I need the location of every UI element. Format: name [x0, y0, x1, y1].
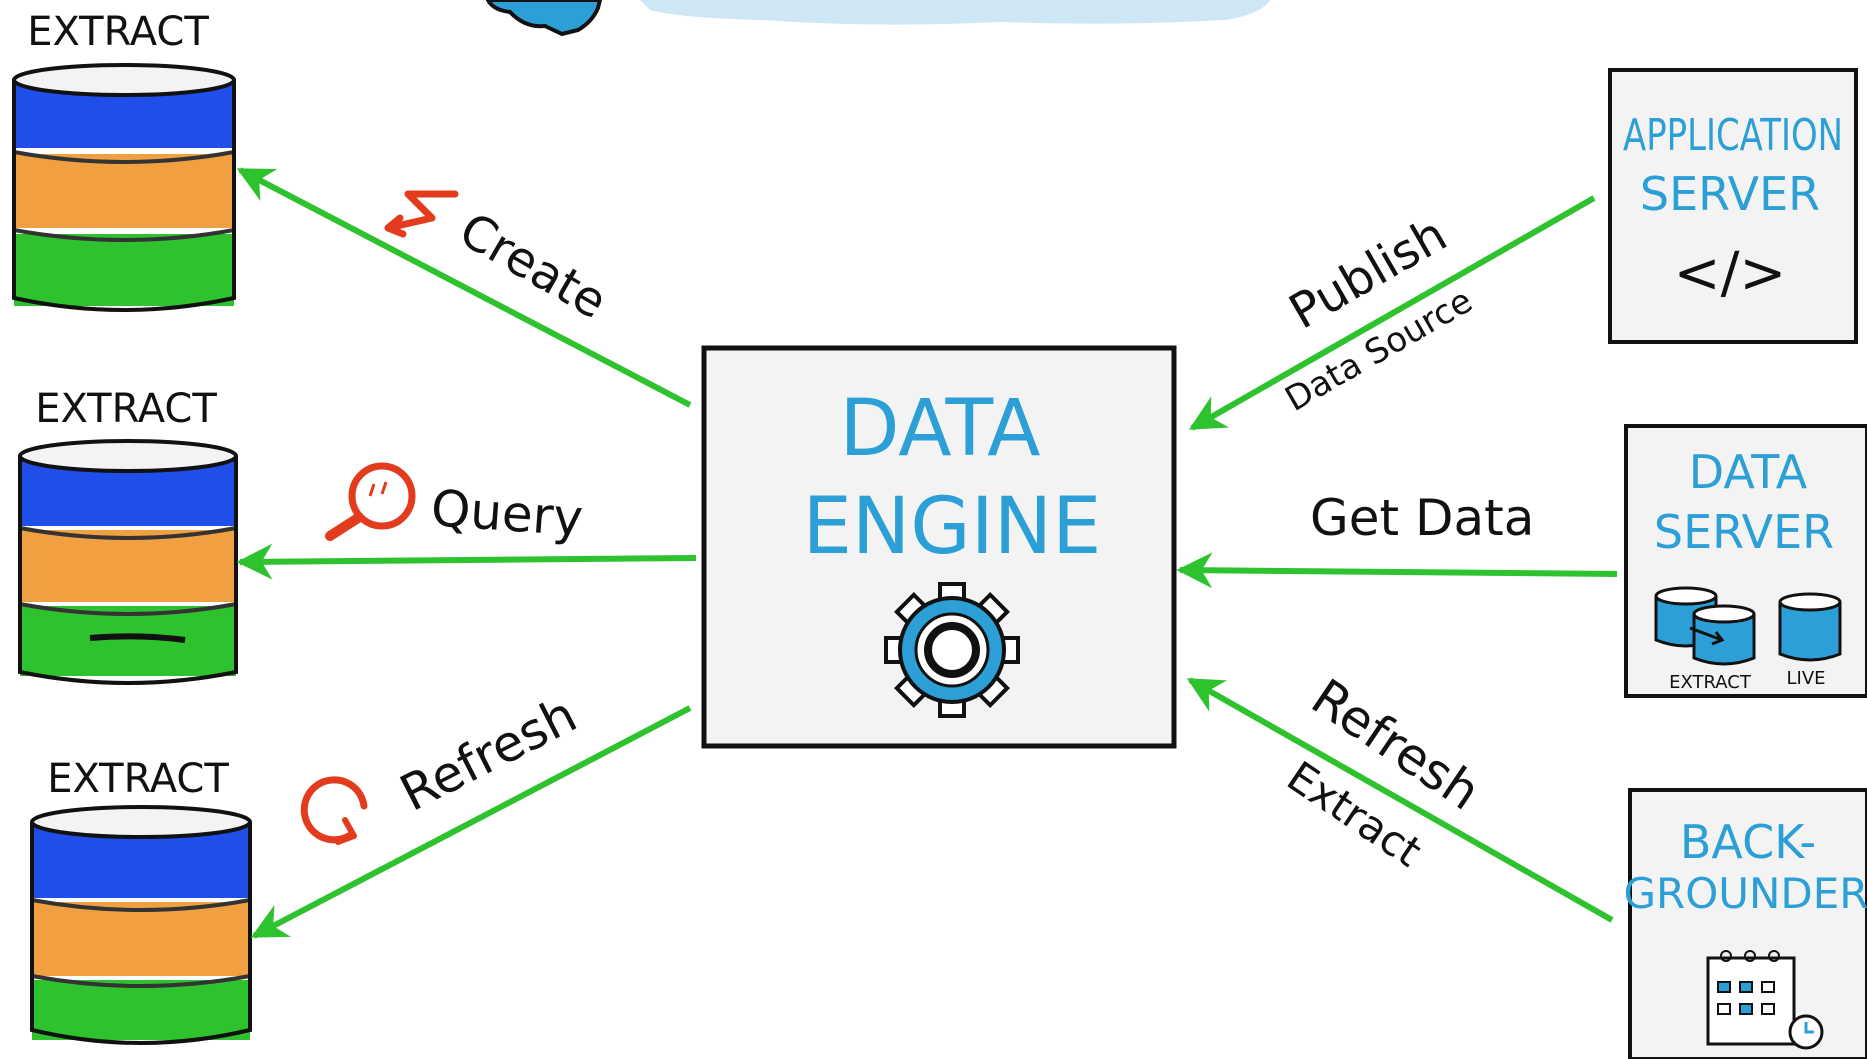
- arrow-publish: [1188, 195, 1596, 431]
- extract-label: EXTRACT: [27, 9, 209, 55]
- arrow-get-data: [1176, 552, 1618, 589]
- application-server-box: APPLICATION SERVER </>: [1608, 68, 1858, 344]
- arrow-refresh: [250, 705, 692, 939]
- get-data-label: Get Data: [1310, 489, 1534, 547]
- data-engine-box: DATA ENGINE: [701, 345, 1177, 749]
- lightning-icon: [384, 190, 459, 238]
- arrow-create: [236, 167, 692, 408]
- data-server-extract-label: EXTRACT: [1669, 672, 1752, 693]
- query-label: Query: [429, 479, 585, 547]
- data-server-line1: DATA: [1689, 445, 1808, 499]
- backgrounder-box: BACK- GROUNDER: [1623, 788, 1867, 1059]
- magnifier-icon: [325, 462, 416, 541]
- data-server-box: DATA SERVER EXTRACT LIVE: [1624, 424, 1867, 698]
- code-icon: </>: [1674, 241, 1787, 306]
- extract-db-1: EXTRACT: [12, 9, 236, 312]
- arrow-query: [236, 543, 697, 580]
- extract-label: EXTRACT: [35, 386, 217, 432]
- backgrounder-line2: GROUNDER: [1623, 869, 1867, 918]
- header-cloud: [640, 0, 1270, 25]
- header-gear-icon: [485, 0, 603, 37]
- engine-title-line2: ENGINE: [803, 482, 1102, 572]
- extract-label: EXTRACT: [47, 756, 229, 802]
- extract-cylinders-icon: [1654, 586, 1756, 666]
- create-label: Create: [450, 202, 616, 330]
- data-server-line2: SERVER: [1654, 505, 1834, 559]
- application-server-line2: SERVER: [1640, 167, 1820, 221]
- engine-title-line1: DATA: [840, 384, 1041, 474]
- backgrounder-line1: BACK-: [1680, 815, 1816, 869]
- refresh-icon: [300, 776, 368, 845]
- live-cylinder-icon: [1778, 592, 1842, 662]
- calendar-icon: [1706, 950, 1824, 1050]
- data-server-live-label: LIVE: [1786, 668, 1825, 689]
- extract-db-2: EXTRACT: [18, 386, 238, 685]
- extract-db-3: EXTRACT: [30, 756, 252, 1045]
- refresh-label: Refresh: [391, 685, 586, 822]
- application-server-line1: APPLICATION: [1623, 110, 1843, 161]
- arrow-refresh-extract: [1186, 677, 1614, 923]
- gear-icon: [884, 582, 1020, 718]
